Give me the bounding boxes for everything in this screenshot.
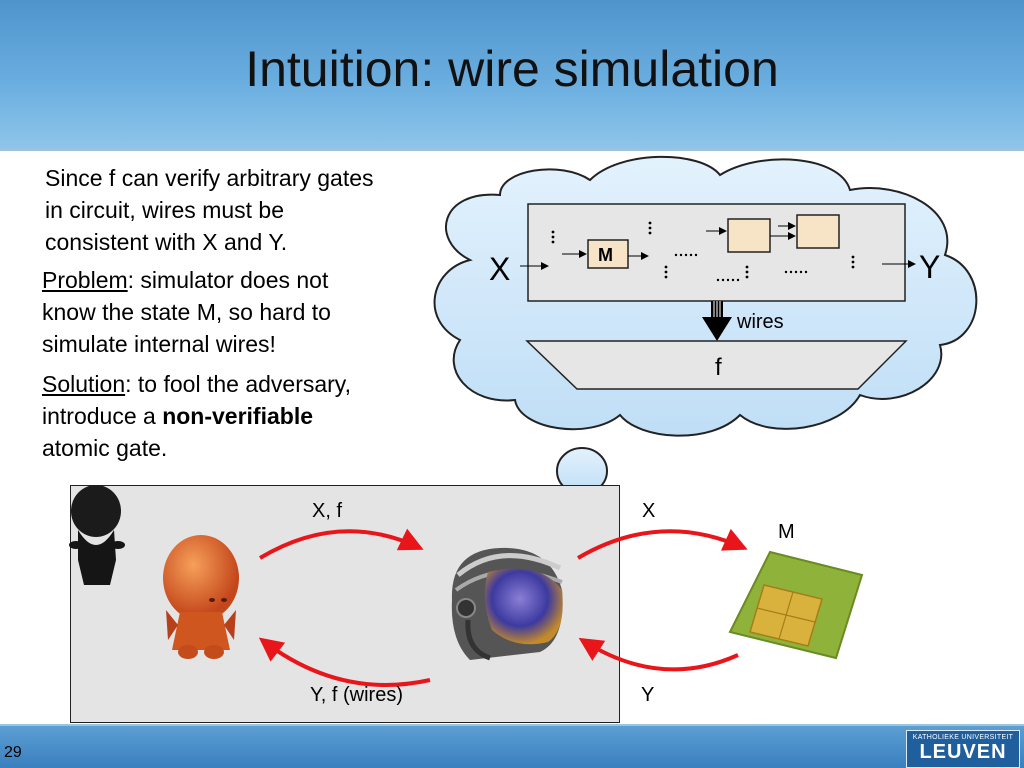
simulator-helmet-figure (451, 547, 563, 661)
label-y-f-wires: Y, f (wires) (310, 684, 403, 706)
intro-line-1: Since f can verify arbitrary gates (45, 165, 374, 191)
problem-text: Problem: simulator does not know the sta… (42, 264, 331, 360)
intro-line-2: in circuit, wires must be (45, 197, 285, 223)
arrow-adversary-to-simulator (258, 528, 424, 560)
wire-ellipses (551, 221, 855, 282)
solution-text: Solution: to fool the adversary, introdu… (42, 368, 351, 464)
problem-line-1: Problem: simulator does not (42, 264, 331, 296)
label-x-f: X, f (312, 500, 343, 522)
f-verifier-label: f (715, 354, 722, 381)
footer-bar (0, 726, 1024, 768)
solution-line-2: introduce a non-verifiable (42, 400, 351, 432)
slide-title: Intuition: wire simulation (245, 41, 779, 97)
problem-label: Problem (42, 267, 128, 293)
solution-line-1-rest: : to fool the adversary, (125, 371, 351, 397)
logo-small-text: KATHOLIEKE UNIVERSITEIT (912, 734, 1014, 741)
arrow-simulator-to-chip (576, 528, 748, 560)
solution-line-3: atomic gate. (42, 435, 168, 461)
wires-down-arrow (702, 301, 732, 341)
problem-line-1-rest: : simulator does not (127, 267, 329, 293)
solution-line-2-prefix: introduce a (42, 403, 163, 429)
cloud-input-label: X (489, 251, 510, 287)
problem-line-3: simulate internal wires! (42, 331, 276, 357)
intro-text: Since f can verify arbitrary gates in ci… (45, 162, 374, 258)
f-verifier-shape (525, 340, 908, 390)
m-gate (587, 239, 629, 269)
label-x-to-chip: X (642, 500, 656, 522)
m-gate-label: M (598, 245, 613, 265)
title-divider (0, 148, 1024, 151)
intro-line-3: consistent with X and Y. (45, 229, 288, 255)
arrow-chip-to-simulator (578, 637, 739, 672)
label-y-from-chip: Y (641, 684, 655, 706)
slide-number: 29 (4, 744, 22, 761)
logo-big-text: LEUVEN (919, 741, 1007, 763)
title-bar (0, 0, 1024, 150)
sim-card-figure (728, 550, 864, 660)
solution-line-1: Solution: to fool the adversary, (42, 368, 351, 400)
arrow-simulator-to-adversary (258, 637, 431, 687)
gate-1 (727, 218, 771, 253)
orange-adversary-figure (163, 535, 239, 659)
wires-label: wires (736, 311, 784, 333)
problem-line-2: know the state M, so hard to (42, 299, 331, 325)
black-adversary-figure (69, 485, 125, 585)
solution-line-2-bold: non-verifiable (162, 403, 314, 429)
university-logo: KATHOLIEKE UNIVERSITEIT LEUVEN (906, 730, 1020, 768)
footer-divider (0, 724, 1024, 726)
cloud-output-label: Y (919, 249, 940, 285)
label-m-chip: M (778, 521, 795, 543)
solution-label: Solution (42, 371, 126, 397)
gate-2 (796, 214, 840, 249)
